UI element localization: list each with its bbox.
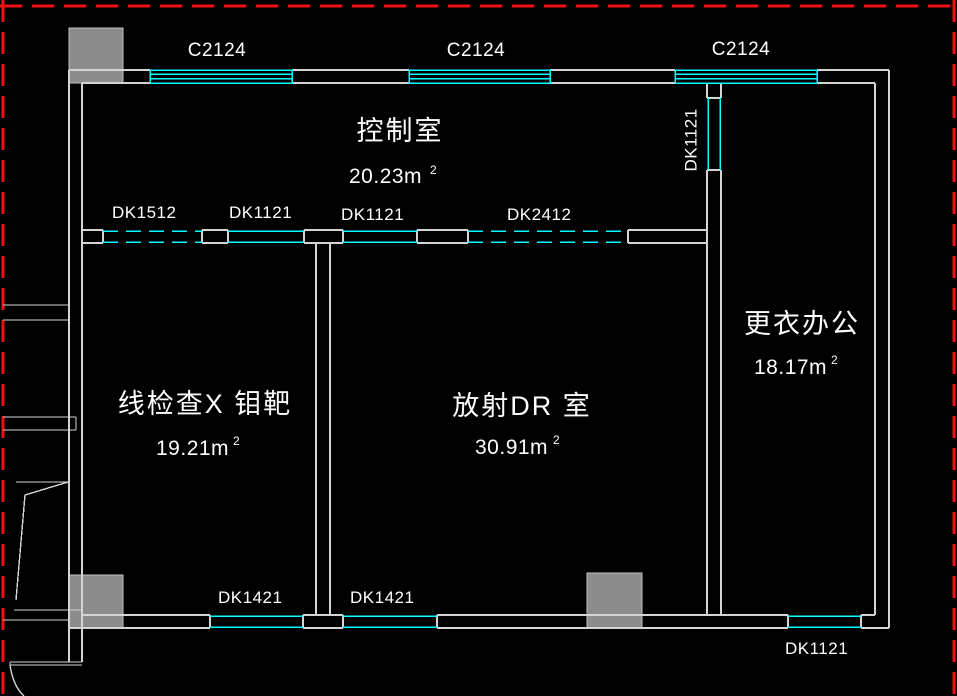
- room-area-dr: 30.91m: [475, 436, 549, 459]
- room-name-dressing: 更衣办公: [744, 309, 860, 339]
- door-dk1421-b: [343, 615, 437, 628]
- room-name-dr: 放射DR 室: [452, 391, 592, 421]
- room-name-control: 控制室: [356, 116, 444, 146]
- column-bottom-mid: [586, 572, 643, 629]
- entrance-features: [3, 304, 82, 696]
- room-area-dressing: 18.17m: [754, 356, 828, 379]
- structural-columns: [68, 27, 643, 629]
- door-label-dk1121-b: DK1121: [341, 205, 405, 224]
- room-area-xray: 19.21m: [156, 437, 230, 460]
- room-area-control: 20.23m: [349, 165, 423, 188]
- room-area-xray-exponent: 2: [233, 434, 240, 448]
- exterior-walls: [68, 69, 890, 662]
- window-label-c2124-2: C2124: [446, 40, 506, 61]
- door-swing-arc: [9, 664, 25, 696]
- room-name-xray: 线检查X 钼靶: [117, 389, 293, 419]
- door-label-dk1421-a: DK1421: [218, 588, 283, 607]
- door-dk1121-b: [343, 230, 417, 243]
- door-dk1421-a: [210, 615, 303, 628]
- window-c2124-2: [408, 69, 551, 84]
- door-dk1121-a: [228, 230, 304, 243]
- column-top-left: [68, 27, 124, 84]
- column-bottom-left: [68, 574, 124, 629]
- room-area-dr-exponent: 2: [553, 433, 560, 447]
- door-label-dk1121-vertical: DK1121: [681, 108, 701, 172]
- interior-walls: [82, 83, 722, 615]
- door-dk1512: [103, 230, 202, 243]
- door-dk1121-vertical: [707, 98, 721, 170]
- window-label-c2124-1: C2124: [187, 40, 247, 61]
- door-label-dk1512: DK1512: [112, 203, 177, 222]
- ramp-outline: [15, 481, 69, 601]
- window-c2124-3: [674, 69, 818, 84]
- door-label-dk2412: DK2412: [507, 205, 572, 224]
- room-area-control-exponent: 2: [430, 163, 437, 177]
- door-label-dk1121-a: DK1121: [229, 203, 293, 222]
- window-label-c2124-3: C2124: [711, 39, 771, 60]
- room-area-dressing-exponent: 2: [831, 353, 838, 367]
- door-label-dk1421-b: DK1421: [350, 588, 415, 607]
- door-dk2412: [468, 230, 628, 243]
- door-label-dk1121-bottom: DK1121: [785, 639, 849, 658]
- door-dk1121-bottom: [788, 615, 861, 628]
- doors-linework: [103, 98, 861, 628]
- window-c2124-1: [149, 69, 293, 84]
- windows-linework: [149, 69, 818, 84]
